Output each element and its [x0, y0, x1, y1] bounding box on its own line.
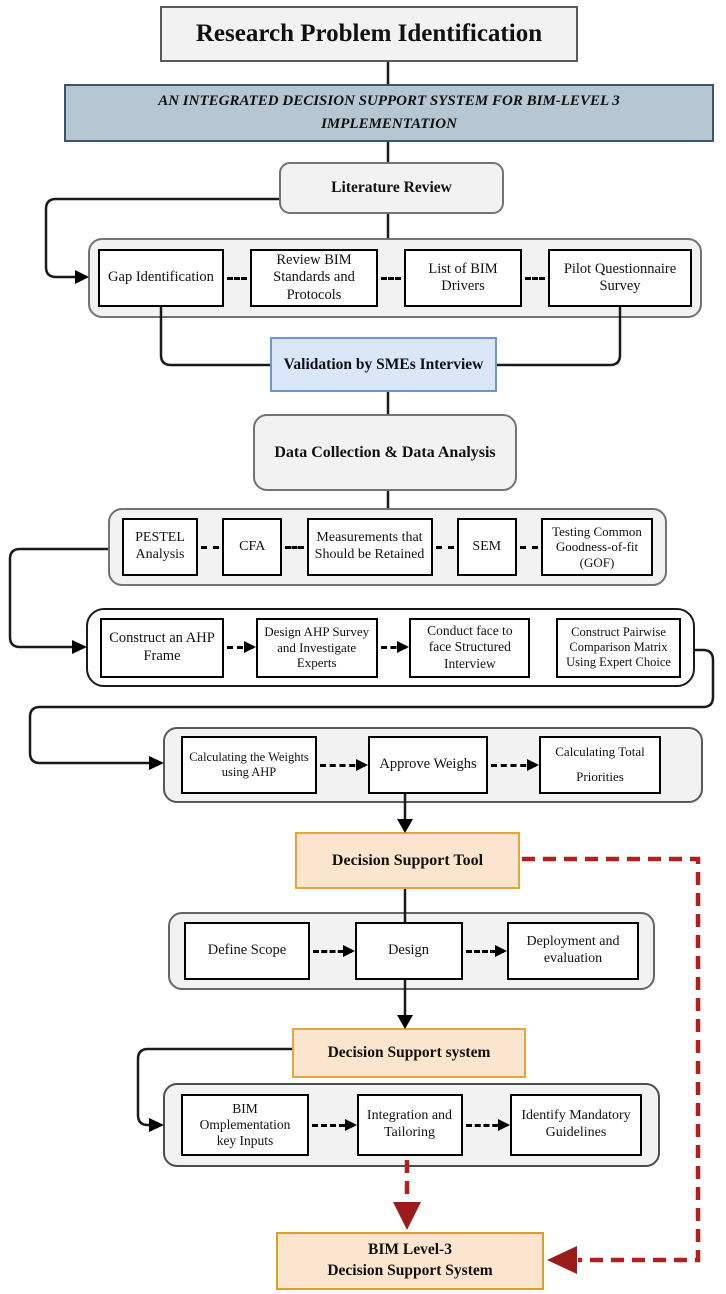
node-decision-support-system: Decision Support system	[292, 1028, 526, 1078]
decision-support-tool-label: Decision Support Tool	[331, 851, 484, 869]
bim-level3-line1: BIM Level-3	[368, 1241, 452, 1259]
node-sem: SEM	[456, 518, 517, 576]
node-integrated-dss-banner: AN INTEGRATED DECISION SUPPORT SYSTEM FO…	[64, 84, 714, 142]
group-weights-calculation: Calculating the Weights using AHP Approv…	[163, 727, 703, 803]
node-design-ahp-survey: Design AHP Survey and Investigate Expert…	[255, 617, 378, 678]
group-literature-outputs: Gap Identification Review BIM Standards …	[88, 238, 702, 318]
sem-label: SEM	[472, 538, 502, 554]
arrowhead-dss	[397, 1015, 413, 1029]
deployment-evaluation-label: Deployment and evaluation	[526, 934, 620, 966]
dashed-arrow-link	[320, 758, 368, 771]
node-approve-weighs: Approve Weighs	[368, 736, 488, 794]
cfa-label: CFA	[239, 538, 266, 554]
bim-implementation-inputs-label: BIM Omplementation key Inputs	[199, 1100, 291, 1149]
node-gap-identification: Gap Identification	[98, 249, 224, 307]
group-tool-development: Define Scope Design Deployment and evalu…	[168, 912, 655, 990]
dashed-arrow-link	[313, 944, 354, 957]
design-label: Design	[387, 942, 430, 959]
decision-support-system-label: Decision Support system	[327, 1044, 491, 1061]
literature-review-label: Literature Review	[331, 179, 452, 196]
dashed-arrow-link	[312, 1118, 356, 1131]
node-deployment-evaluation: Deployment and evaluation	[507, 922, 639, 980]
dashed-arrow-link	[491, 758, 539, 771]
dashed-link	[227, 276, 247, 280]
dashed-arrow-link	[380, 641, 409, 653]
node-testing-gof: Testing Common Goodness-of-fit (GOF)	[541, 518, 653, 576]
node-design: Design	[354, 922, 463, 980]
pilot-questionnaire-survey-label: Pilot Questionnaire Survey	[563, 260, 677, 294]
node-list-of-bim-drivers: List of BIM Drivers	[404, 249, 522, 307]
arrowhead-ahp	[72, 640, 87, 654]
dashed-arrow-link	[465, 944, 507, 957]
arrowhead-row1	[75, 270, 89, 284]
node-data-collection-analysis: Data Collection & Data Analysis	[253, 414, 517, 491]
arrowhead-weights	[149, 756, 164, 770]
group-ahp-construction: Construct an AHP Frame Design AHP Survey…	[86, 608, 695, 687]
calculating-priorities-label: Calculating Total Priorities	[555, 744, 645, 784]
measurements-label: Measurements that Should be Retained	[314, 530, 425, 562]
node-define-scope: Define Scope	[184, 922, 310, 980]
banner-line1: AN INTEGRATED DECISION SUPPORT SYSTEM FO…	[158, 92, 620, 109]
conduct-interview-label: Conduct face to face Structured Intervie…	[427, 623, 513, 671]
calculating-weights-label: Calculating the Weights using AHP	[189, 750, 309, 779]
list-of-bim-drivers-label: List of BIM Drivers	[428, 260, 498, 294]
node-pilot-questionnaire-survey: Pilot Questionnaire Survey	[548, 249, 692, 307]
dashed-link	[201, 545, 220, 549]
node-construct-ahp-frame: Construct an AHP Frame	[100, 617, 224, 678]
dashed-link	[519, 545, 538, 549]
gap-identification-label: Gap Identification	[108, 269, 214, 286]
node-calculating-weights: Calculating the Weights using AHP	[181, 736, 317, 794]
arrowhead-dst	[397, 819, 413, 833]
node-review-bim-standards: Review BIM Standards and Protocols	[250, 249, 378, 307]
data-collection-label: Data Collection & Data Analysis	[274, 443, 496, 461]
construct-ahp-frame-label: Construct an AHP Frame	[109, 630, 215, 664]
node-decision-support-tool: Decision Support Tool	[295, 832, 520, 889]
node-measurements-retained: Measurements that Should be Retained	[306, 518, 433, 576]
arrowhead-bimrow	[149, 1118, 164, 1132]
red-arrowhead-bim3-top	[393, 1202, 421, 1230]
dashed-link	[525, 276, 545, 280]
title-text: Research Problem Identification	[195, 20, 543, 47]
pestel-label: PESTEL Analysis	[135, 530, 185, 562]
banner-line2: IMPLEMENTATION	[321, 116, 457, 133]
node-cfa: CFA	[222, 518, 283, 576]
node-pestel-analysis: PESTEL Analysis	[122, 518, 198, 576]
group-analysis-methods: PESTEL Analysis CFA Measurements that Sh…	[108, 508, 667, 586]
node-validation-by-smes: Validation by SMEs Interview	[270, 337, 497, 392]
node-bim-implementation-inputs: BIM Omplementation key Inputs	[181, 1094, 309, 1156]
dashed-arrow-link	[227, 641, 256, 653]
red-arrowhead-bim3-right	[547, 1246, 577, 1274]
dashed-link	[381, 276, 401, 280]
node-research-problem-identification: Research Problem Identification	[160, 6, 578, 62]
node-integration-tailoring: Integration and Tailoring	[356, 1094, 463, 1156]
dashed-link	[285, 545, 304, 549]
node-bim-level3-dss: BIM Level-3 Decision Support System	[276, 1232, 544, 1290]
node-calculating-priorities: Calculating Total Priorities	[539, 736, 661, 794]
group-implementation: BIM Omplementation key Inputs Integratio…	[163, 1083, 660, 1167]
node-literature-review: Literature Review	[279, 162, 504, 214]
approve-weighs-label: Approve Weighs	[379, 756, 477, 773]
node-conduct-interview: Conduct face to face Structured Intervie…	[409, 617, 531, 678]
dashed-link	[435, 545, 454, 549]
gof-label: Testing Common Goodness-of-fit (GOF)	[552, 523, 642, 570]
review-bim-standards-label: Review BIM Standards and Protocols	[273, 251, 355, 303]
pairwise-matrix-label: Construct Pairwise Comparison Matrix Usi…	[566, 625, 671, 669]
node-pairwise-matrix: Construct Pairwise Comparison Matrix Usi…	[556, 617, 682, 678]
node-identify-guidelines: Identify Mandatory Guidelines	[510, 1094, 642, 1156]
define-scope-label: Define Scope	[207, 942, 287, 959]
bim-level3-line2: Decision Support System	[327, 1262, 493, 1279]
design-ahp-survey-label: Design AHP Survey and Investigate Expert…	[264, 624, 370, 671]
dashed-arrow-link	[465, 1118, 510, 1131]
validation-label: Validation by SMEs Interview	[283, 355, 484, 373]
identify-guidelines-label: Identify Mandatory Guidelines	[521, 1108, 631, 1140]
integration-tailoring-label: Integration and Tailoring	[366, 1108, 453, 1140]
